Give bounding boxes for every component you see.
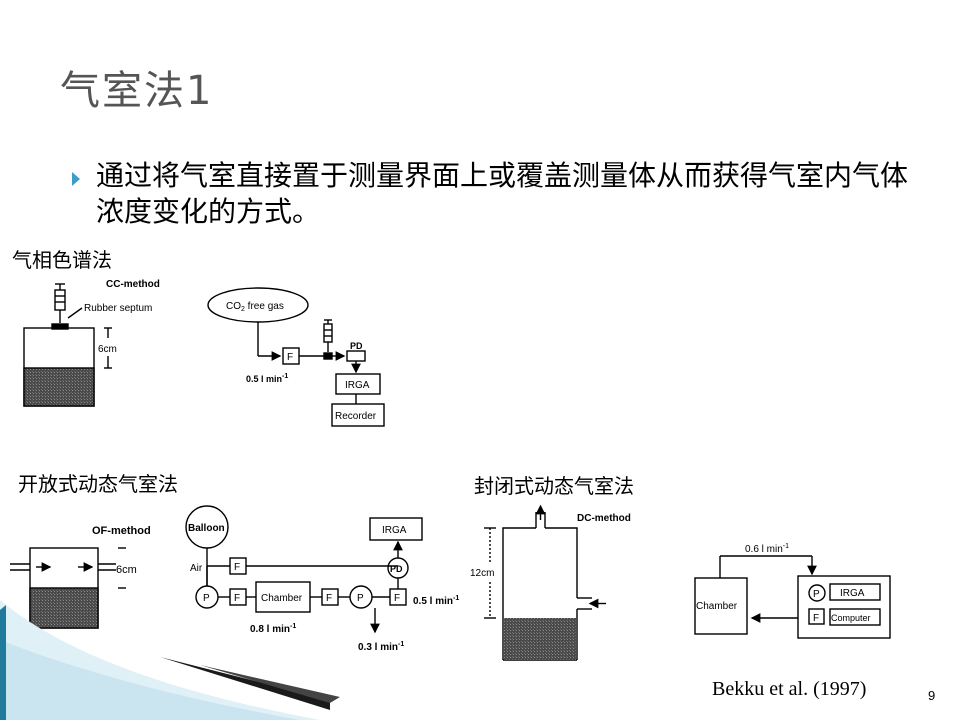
- cc-height-label: 6cm: [98, 344, 117, 355]
- syringe-icon-2: [323, 319, 333, 352]
- label-gas-chromatography: 气相色谱法: [12, 248, 112, 272]
- dc-filter-label: F: [813, 613, 819, 624]
- cc-flow-label: 0.5 l min-1: [246, 373, 288, 384]
- label-closed-dynamic: 封闭式动态气室法: [474, 474, 634, 498]
- dc-soil: [504, 618, 576, 660]
- of-detector-label: PD: [390, 564, 403, 574]
- of-height-label: 6cm: [116, 564, 137, 576]
- dc-chamber: [502, 527, 578, 660]
- page-title: 气室法1: [60, 68, 214, 114]
- dc-computer-label: Computer: [831, 613, 871, 623]
- of-filter-3-label: F: [326, 593, 332, 604]
- label-open-dynamic: 开放式动态气室法: [18, 472, 178, 496]
- of-chamber-label: Chamber: [261, 593, 303, 604]
- cc-recorder-label: Recorder: [335, 411, 377, 422]
- balloon-label: Balloon: [188, 523, 225, 534]
- dc-method-diagram: [484, 504, 891, 661]
- dc-pump-label: P: [813, 589, 820, 600]
- of-flow-right: 0.5 l min-1: [413, 595, 459, 607]
- of-soil: [29, 587, 99, 629]
- of-pump-1-label: P: [203, 593, 210, 604]
- dc-irga-box: [829, 583, 881, 601]
- dc-irga-label: IRGA: [840, 588, 865, 599]
- dc-chamber-box: [694, 577, 748, 635]
- cc-filter-label: F: [287, 352, 293, 363]
- page-number: 9: [928, 688, 936, 703]
- bullet-text: 通过将气室直接置于测量界面上或覆盖测量体从而获得气室内气体浓度变化的方式。: [96, 159, 909, 228]
- cc-recorder-box: [331, 403, 385, 427]
- citation: Bekku et al. (1997): [712, 678, 867, 700]
- of-method-diagram: [10, 505, 423, 634]
- dc-method-label: DC-method: [577, 513, 631, 524]
- of-flow-exhaust: 0.3 l min-1: [358, 641, 404, 653]
- of-filter-1-label: F: [234, 562, 240, 573]
- air-label: Air: [190, 563, 203, 574]
- bullet-arrow-icon: [72, 172, 80, 186]
- dc-filter: [808, 608, 825, 625]
- cc-soil: [23, 367, 95, 407]
- syringe-icon: [54, 283, 66, 323]
- dc-height-label: 12cm: [470, 568, 494, 579]
- of-filter-2-label: F: [234, 593, 240, 604]
- cc-method-diagram: [23, 283, 385, 427]
- of-method-label: OF-method: [92, 525, 151, 537]
- dc-pump: [808, 584, 826, 602]
- cc-irga-box: [335, 373, 381, 395]
- dc-flow-label: 0.6 l min-1: [745, 543, 789, 555]
- of-filter-4-label: F: [394, 593, 400, 604]
- of-flow-main: 0.8 l min-1: [250, 623, 296, 635]
- of-pump-2-label: P: [357, 593, 364, 604]
- cc-gas-label: CO2 free gas: [226, 301, 284, 313]
- cc-detector-label: PD: [350, 341, 363, 351]
- dc-instrument-box: [797, 575, 891, 639]
- cc-method-label: CC-method: [106, 279, 160, 290]
- dc-chamber-label: Chamber: [696, 601, 738, 612]
- of-irga-box: [369, 517, 423, 541]
- cc-septum: [51, 323, 69, 330]
- cc-irga-label: IRGA: [345, 380, 370, 391]
- dc-computer-box: [829, 608, 881, 626]
- cc-septum-label: Rubber septum: [84, 303, 152, 314]
- of-irga-label: IRGA: [382, 525, 407, 536]
